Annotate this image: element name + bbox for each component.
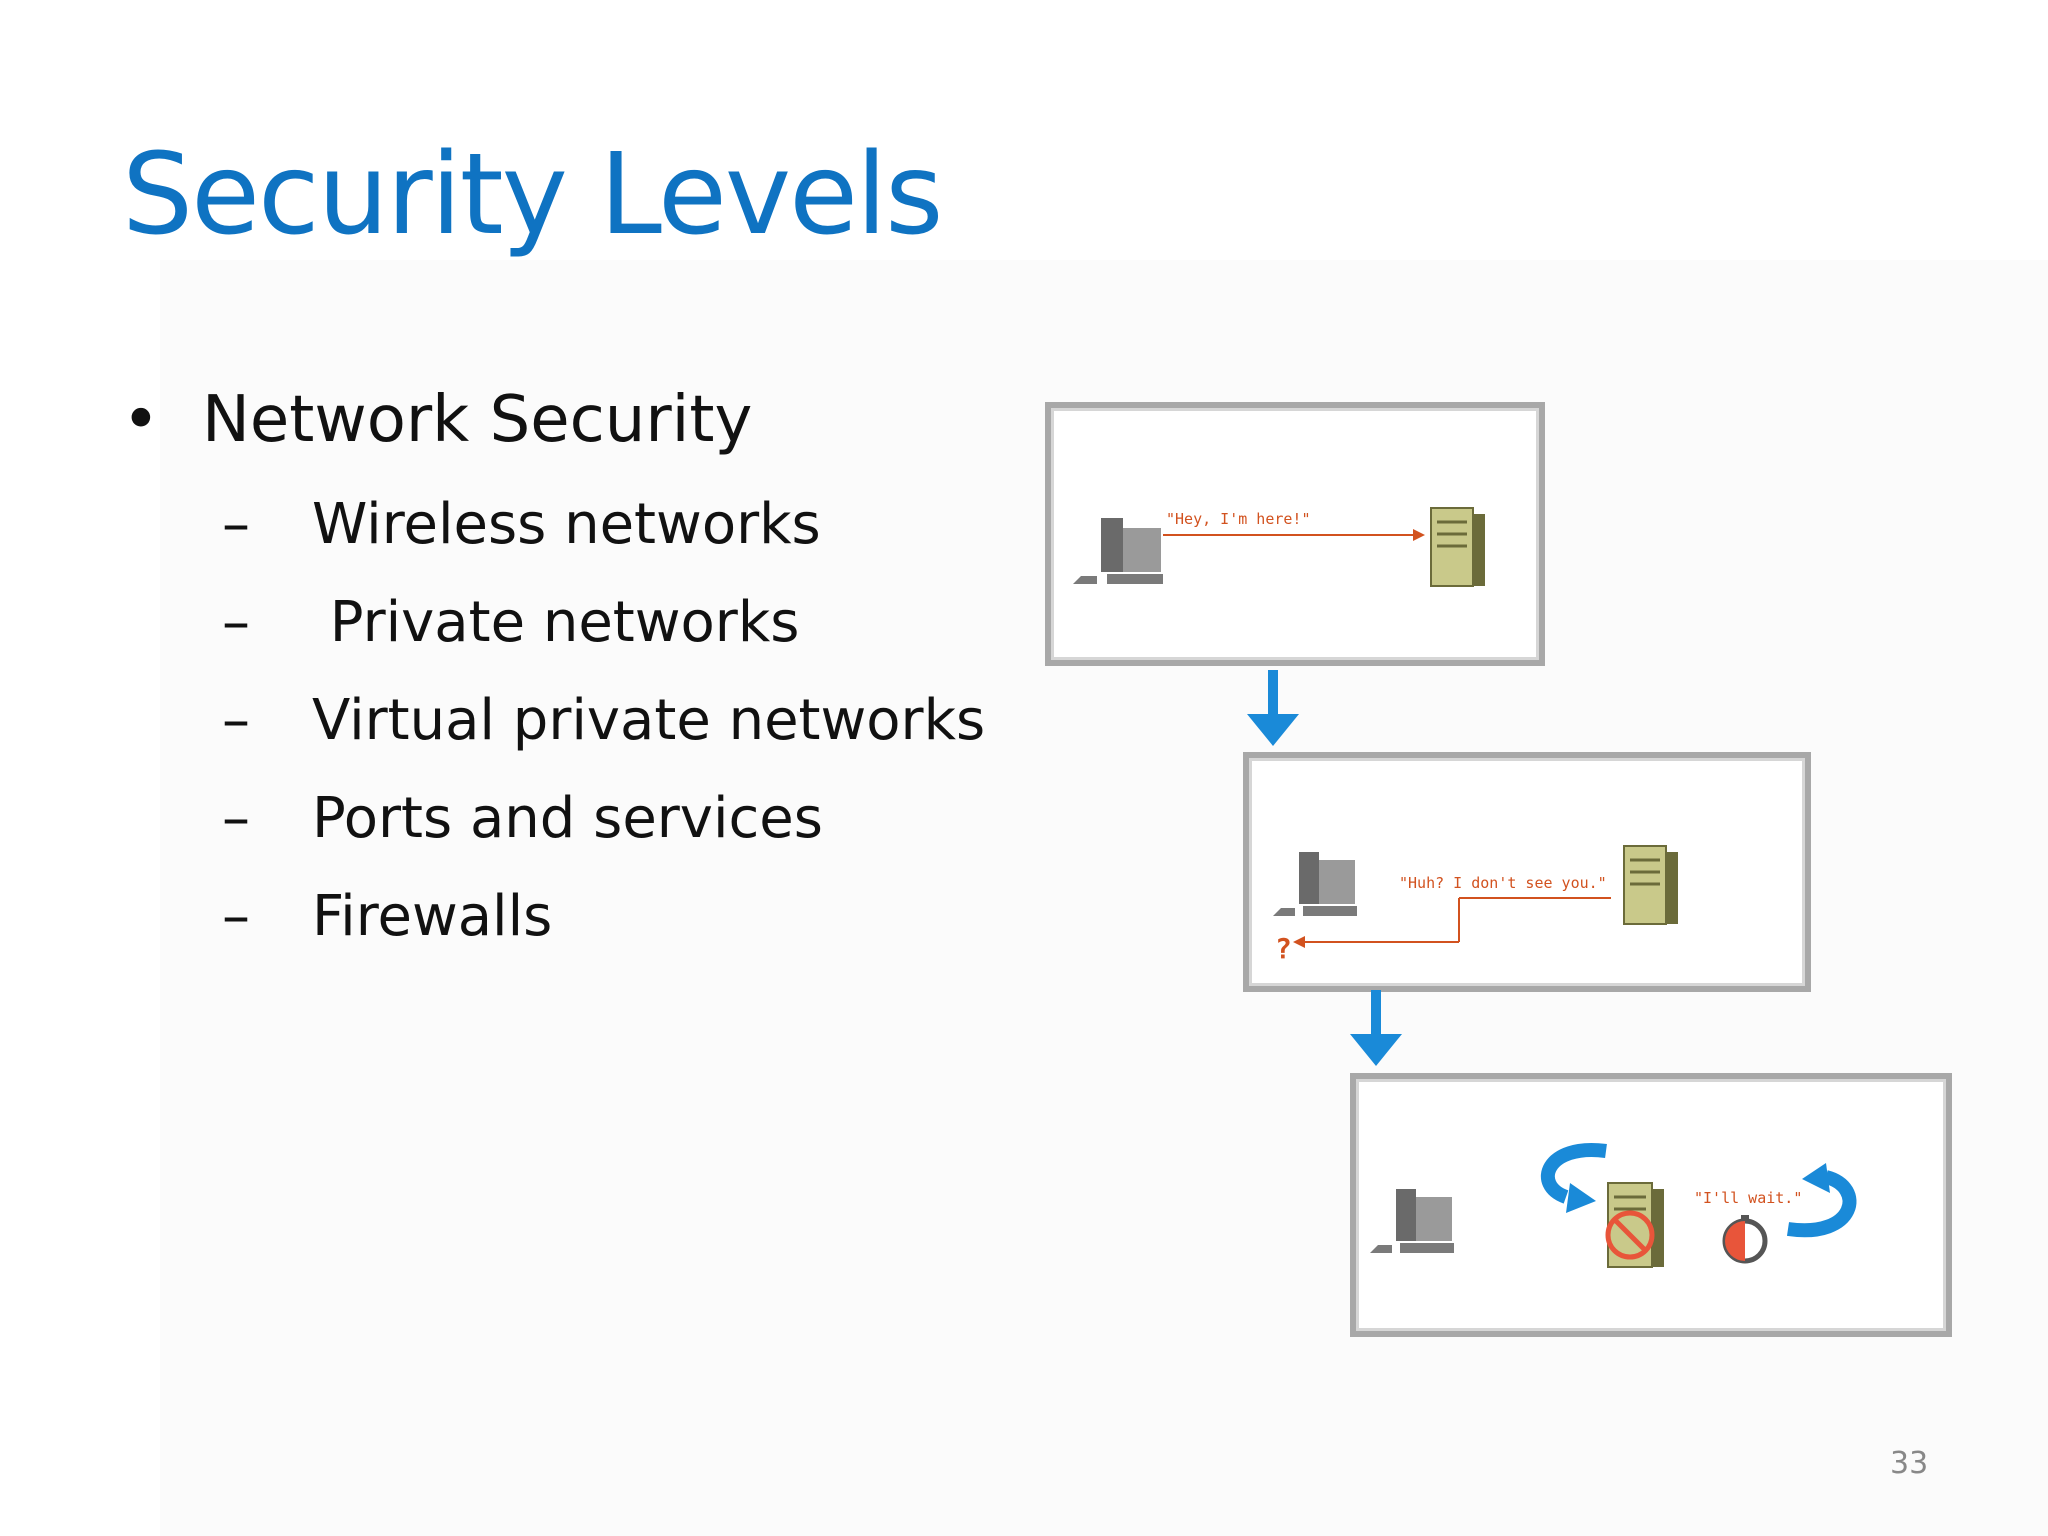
down-arrow-icon	[1247, 670, 1299, 746]
refresh-left-icon	[1540, 1143, 1607, 1213]
server-icon	[1623, 845, 1678, 925]
sub-item-dash: –	[222, 492, 250, 557]
diagram-panel-2: ? "Huh? I don't see you."	[1243, 752, 1811, 992]
sub-item-dash: –	[222, 688, 250, 753]
panel-2-illustration: ? "Huh? I don't see you."	[1273, 845, 1678, 965]
diagram-panel-3: "I'll wait."	[1350, 1073, 1952, 1337]
slide-title: Security Levels	[122, 130, 944, 260]
diagram-panel-1: "Hey, I'm here!"	[1045, 402, 1545, 666]
panel-3-illustration: "I'll wait."	[1370, 1143, 1857, 1268]
sub-item-dash: –	[222, 786, 250, 851]
stopwatch-icon	[1722, 1215, 1768, 1264]
computer-icon	[1370, 1189, 1454, 1253]
panel-3-message: "I'll wait."	[1694, 1189, 1802, 1207]
bullet-label: Network Security	[202, 383, 753, 457]
blocked-server-icon	[1605, 1182, 1664, 1268]
sub-item-label: Ports and services	[312, 786, 823, 851]
bullet-dot: •	[122, 383, 160, 457]
sub-item-dash: –	[222, 884, 250, 949]
sub-item-label: Virtual private networks	[312, 688, 986, 753]
computer-icon	[1273, 852, 1357, 916]
panel-1-message: "Hey, I'm here!"	[1166, 510, 1311, 528]
sub-item-label: Firewalls	[312, 884, 553, 949]
refresh-right-icon	[1786, 1163, 1857, 1238]
sub-item-dash: –	[222, 590, 250, 655]
panel-2-message: "Huh? I don't see you."	[1399, 874, 1607, 892]
question-mark: ?	[1275, 932, 1292, 965]
sub-item-label: Private networks	[312, 590, 800, 655]
down-arrow-icon	[1350, 990, 1402, 1066]
panel-1-illustration: "Hey, I'm here!"	[1073, 507, 1485, 587]
page-number: 33	[1890, 1446, 1929, 1481]
server-icon	[1430, 507, 1485, 587]
sub-item-label: Wireless networks	[312, 492, 821, 557]
computer-icon	[1073, 518, 1163, 584]
